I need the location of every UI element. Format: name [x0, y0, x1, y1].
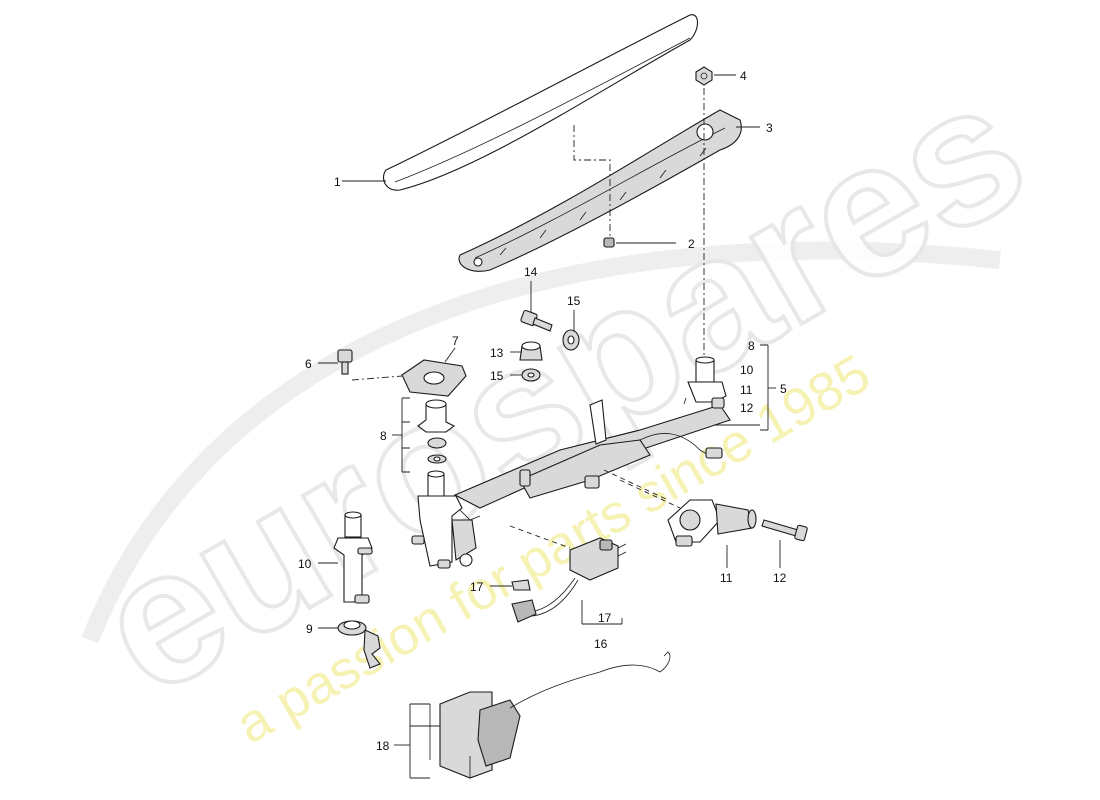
callout-4: 4	[740, 69, 747, 83]
callout-13: 13	[490, 346, 504, 360]
callout-3: 3	[766, 121, 773, 135]
callout-17-left: 17	[470, 580, 484, 594]
callout-10-right: 10	[740, 363, 754, 377]
dash-line	[351, 375, 403, 381]
callout-9: 9	[306, 622, 313, 636]
callout-11-right: 11	[740, 383, 753, 397]
plate-7	[401, 359, 467, 397]
leader-lines	[318, 74, 781, 779]
watermark-swoosh	[81, 241, 1001, 644]
latch-18	[429, 651, 671, 779]
washer-15b	[521, 368, 541, 382]
callout-5: 5	[780, 382, 787, 396]
dash-line	[603, 469, 669, 501]
callout-8-right: 8	[748, 339, 755, 353]
callout-6: 6	[305, 357, 312, 371]
cylinder-10-left	[333, 511, 373, 604]
motor-11	[667, 499, 757, 547]
callout-1: 1	[334, 175, 341, 189]
dash-line	[573, 125, 611, 238]
callout-7: 7	[452, 334, 459, 348]
callout-11-motor: 11	[720, 571, 733, 585]
callout-14: 14	[524, 265, 538, 279]
dash-line	[619, 479, 681, 509]
bolt-14	[520, 309, 553, 332]
watermark-brand: eurospares	[65, 40, 1058, 736]
spoiler-frame	[458, 109, 742, 272]
bolt-6	[337, 349, 353, 375]
main-frame-5	[453, 399, 731, 521]
callout-12-bolt: 12	[773, 571, 787, 585]
nut-4	[695, 66, 713, 86]
callout-15-low: 15	[490, 369, 504, 383]
spoiler-blade	[382, 14, 699, 191]
dash-line	[509, 525, 571, 549]
callout-17-right: 17	[598, 611, 612, 625]
callout-2: 2	[688, 237, 695, 251]
nut-2	[603, 237, 615, 248]
knob-9	[337, 620, 381, 669]
clip-17	[511, 579, 531, 591]
callout-12-right: 12	[740, 401, 754, 415]
nut-13	[519, 341, 543, 361]
callout-10-left: 10	[298, 557, 312, 571]
actuator-right	[683, 356, 727, 459]
callout-16: 16	[594, 637, 608, 651]
callout-8-left: 8	[380, 429, 387, 443]
bolt-12	[761, 519, 808, 542]
callout-15-top: 15	[567, 294, 581, 308]
watermark: eurospares a passion for parts since 198…	[63, 38, 1060, 756]
mount-8-left	[417, 399, 456, 464]
actuator-left	[411, 470, 477, 569]
module-16	[511, 537, 627, 623]
callout-18: 18	[376, 739, 390, 753]
washer-15a	[562, 329, 580, 351]
